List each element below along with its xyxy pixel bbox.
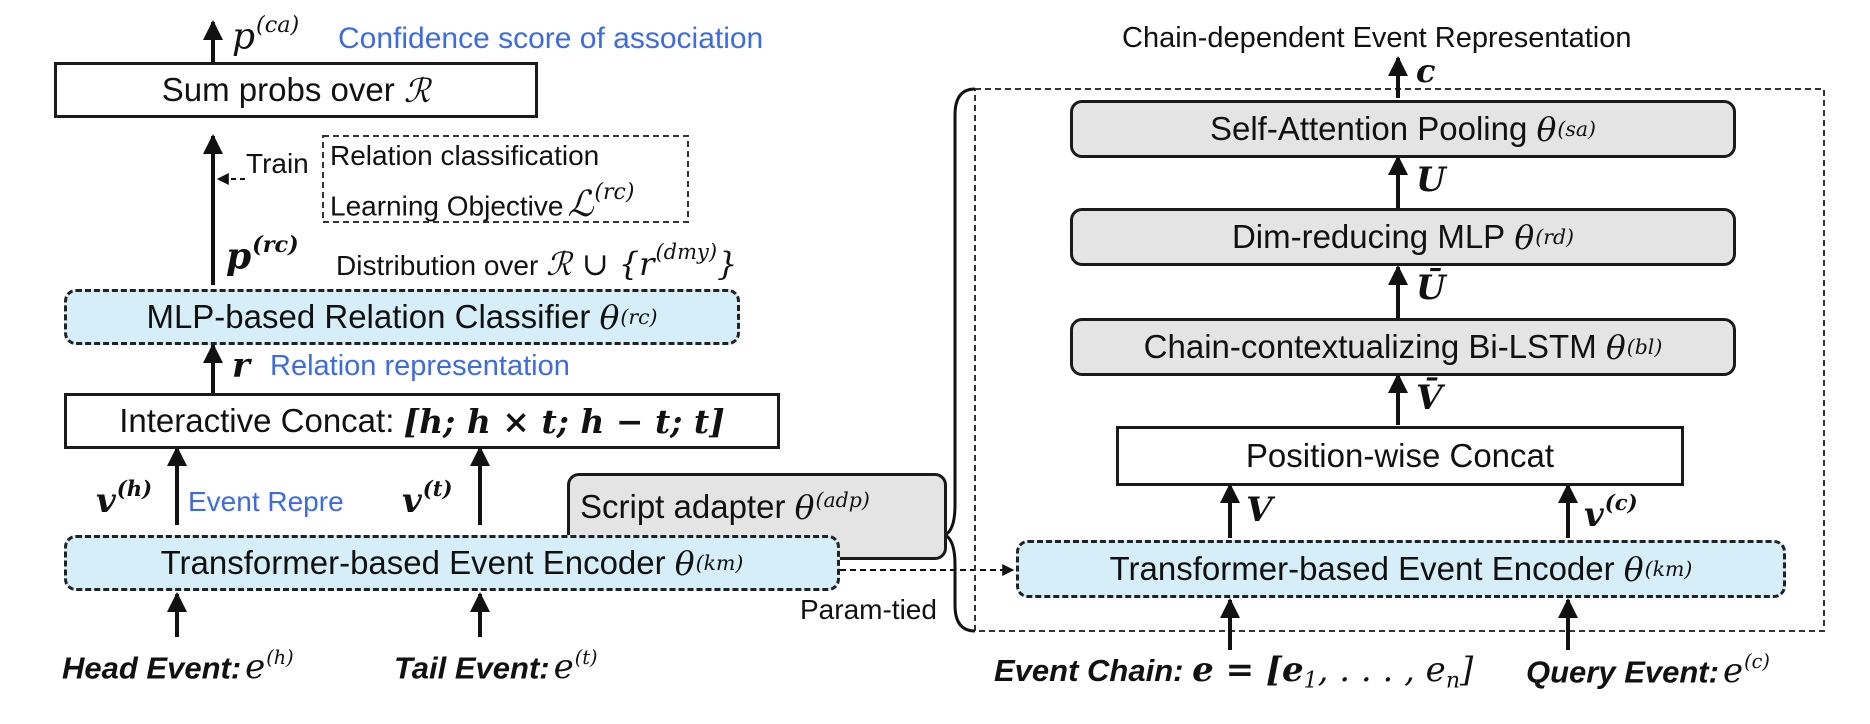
param-tied-label: Param-tied — [800, 594, 937, 625]
curly-brace — [941, 87, 976, 633]
V-symbol: V — [1246, 490, 1273, 530]
self-attention-box: Self-Attention Pooling θ(sa) — [1070, 100, 1736, 158]
vbar-symbol: V̄ — [1416, 378, 1443, 418]
pca-symbol: p(ca) — [232, 12, 300, 58]
prc-symbol: p(rc) — [226, 232, 299, 278]
ubar-symbol: Ū — [1416, 268, 1446, 308]
dim-reducing-box: Dim-reducing MLP θ(rd) — [1070, 208, 1736, 266]
head-event-label: Head Event:e(h) — [62, 646, 294, 688]
distribution-label: Distribution over ℛ ∪ {r(dmy)} — [336, 240, 738, 283]
objective-dashed-box — [322, 135, 689, 223]
vh-symbol: v(h) — [96, 476, 153, 521]
left-event-encoder-box: Transformer-based Event Encoder θ(km) — [64, 535, 840, 591]
relation-classifier-box: MLP-based Relation Classifier θ(rc) — [64, 289, 740, 345]
r-symbol: r — [232, 346, 250, 386]
chain-repr-title: Chain-dependent Event Representation — [1122, 22, 1632, 54]
u-symbol: U — [1416, 160, 1446, 200]
tail-event-label: Tail Event:e(t) — [394, 646, 598, 688]
c-symbol: c — [1416, 52, 1436, 90]
event-repre-caption: Event Repre — [188, 486, 344, 517]
vt-symbol: v(t) — [402, 476, 453, 521]
interactive-concat-box: Interactive Concat: [h; h × t; h − t; t] — [64, 393, 780, 449]
position-concat-box: Position-wise Concat — [1116, 426, 1684, 486]
confidence-caption: Confidence score of association — [338, 22, 764, 55]
right-event-encoder-box: Transformer-based Event Encoder θ(km) — [1016, 540, 1786, 598]
relation-repr-caption: Relation representation — [270, 350, 570, 382]
train-label: Train — [246, 148, 309, 179]
objective-line1: Relation classification — [330, 140, 600, 171]
event-chain-label: Event Chain: e = [e1, . . . , en] — [994, 650, 1474, 694]
bilstm-box: Chain-contextualizing Bi-LSTM θ(bl) — [1070, 318, 1736, 376]
sum-probs-box: Sum probs over ℛ — [54, 62, 538, 118]
vc-symbol: v(c) — [1584, 490, 1638, 535]
query-event-label: Query Event:e(c) — [1526, 650, 1770, 692]
